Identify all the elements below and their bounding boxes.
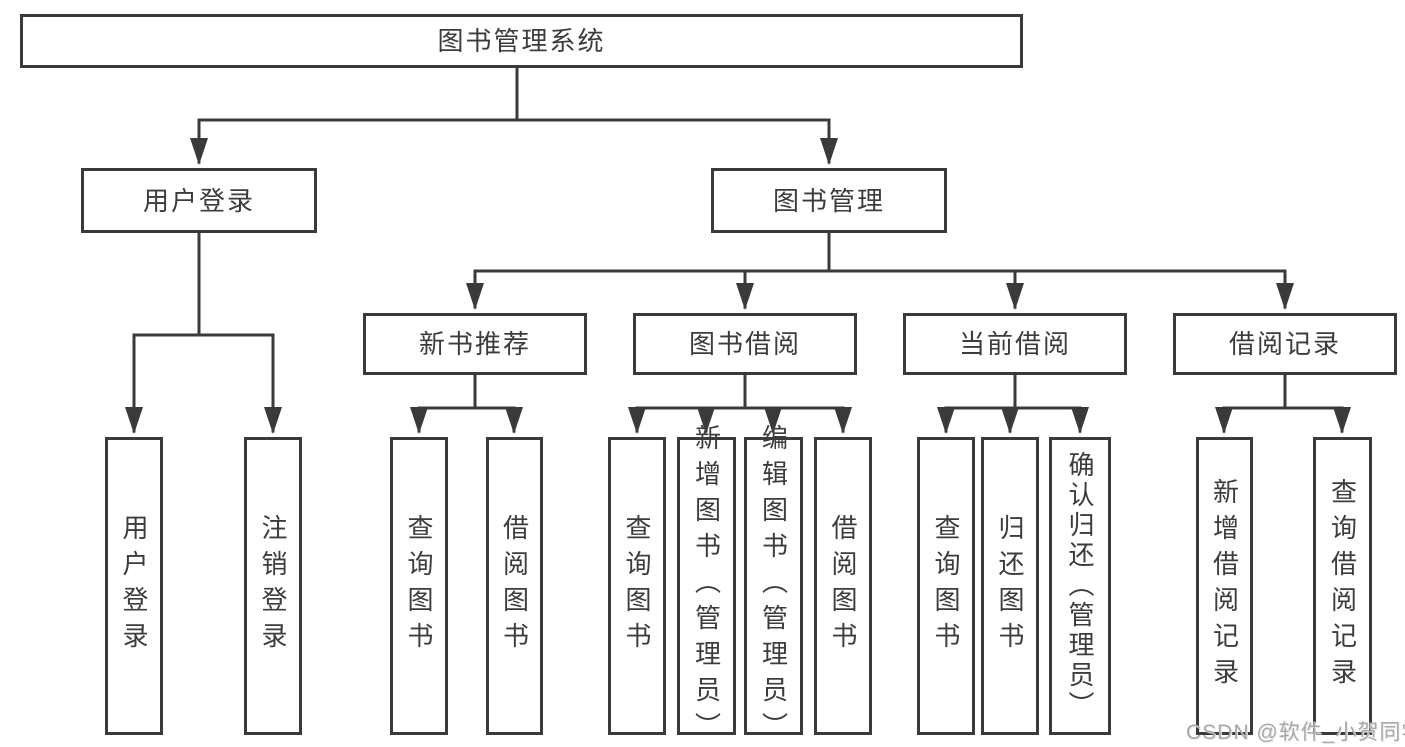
node-label: 用户登录 bbox=[142, 185, 255, 216]
leaf-newrec-borrow-books: 借阅图书 bbox=[486, 437, 543, 735]
node-new-book-recommend: 新书推荐 bbox=[363, 313, 587, 375]
node-borrow-records: 借阅记录 bbox=[1173, 313, 1397, 375]
leaf-label: 注销登录 bbox=[258, 514, 288, 658]
csdn-watermark: CSDN @软件_小贺同学 bbox=[1186, 721, 1405, 744]
leaf-user-login: 用户登录 bbox=[105, 437, 163, 735]
leaf-label: 新增借阅记录 bbox=[1209, 478, 1240, 694]
node-label: 图书管理 bbox=[772, 185, 885, 216]
leaf-label: 查询图书 bbox=[404, 514, 434, 658]
leaf-records-query-record: 查询借阅记录 bbox=[1313, 437, 1372, 735]
node-book-management: 图书管理 bbox=[711, 168, 947, 233]
node-label: 借阅记录 bbox=[1228, 329, 1341, 359]
node-label: 图书借阅 bbox=[688, 329, 801, 359]
leaf-borrow-query-books: 查询图书 bbox=[608, 437, 666, 735]
leaf-label: 编辑图书（管理员） bbox=[758, 424, 789, 747]
node-label: 当前借阅 bbox=[958, 329, 1071, 359]
node-label: 新书推荐 bbox=[418, 329, 531, 359]
leaf-current-return-books: 归还图书 bbox=[981, 437, 1039, 735]
leaf-borrow-borrow-books: 借阅图书 bbox=[814, 437, 872, 735]
leaf-label: 查询图书 bbox=[622, 514, 652, 658]
leaf-records-add-record: 新增借阅记录 bbox=[1196, 437, 1253, 735]
leaf-label: 归还图书 bbox=[995, 514, 1025, 658]
leaf-label: 用户登录 bbox=[119, 514, 149, 658]
leaf-label: 查询图书 bbox=[931, 514, 961, 658]
leaf-current-query-books: 查询图书 bbox=[917, 437, 975, 735]
leaf-label: 新增图书（管理员） bbox=[691, 424, 722, 747]
leaf-logout-login: 注销登录 bbox=[244, 437, 302, 735]
node-user-login: 用户登录 bbox=[81, 168, 317, 233]
leaf-label: 借阅图书 bbox=[828, 514, 858, 658]
leaf-borrow-edit-books-admin: 编辑图书（管理员） bbox=[744, 424, 803, 747]
leaf-current-confirm-return-admin: 确认归还（管理员） bbox=[1049, 437, 1111, 735]
leaf-label: 借阅图书 bbox=[499, 514, 530, 658]
node-current-borrow: 当前借阅 bbox=[903, 313, 1127, 375]
node-root-system: 图书管理系统 bbox=[20, 14, 1023, 68]
leaf-label: 查询借阅记录 bbox=[1327, 478, 1358, 694]
node-label: 图书管理系统 bbox=[437, 26, 606, 56]
leaf-newrec-query-books: 查询图书 bbox=[390, 437, 448, 735]
leaf-label: 确认归还（管理员） bbox=[1065, 451, 1095, 721]
leaf-borrow-add-books-admin: 新增图书（管理员） bbox=[677, 424, 736, 747]
node-book-borrow: 图书借阅 bbox=[633, 313, 857, 375]
